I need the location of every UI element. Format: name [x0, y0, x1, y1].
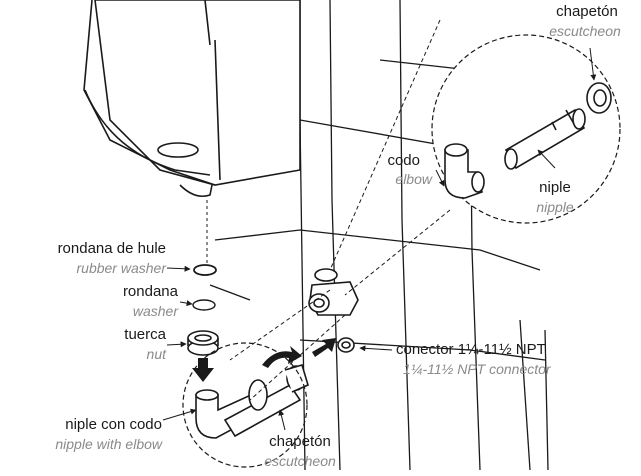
label-washer-es: rondana — [122, 283, 178, 300]
escutcheon-part — [586, 82, 612, 114]
nipple-with-elbow-part — [195, 364, 309, 439]
label-nut-es: tuerca — [124, 326, 166, 343]
label-escutcheon-bottom-es: chapetón — [269, 433, 331, 450]
label-escutcheon-top-en: escutcheon — [549, 23, 621, 39]
label-nipple-en: nipple — [536, 199, 574, 215]
label-rubber-washer-es: rondana de hule — [57, 240, 166, 257]
nut-part — [187, 330, 219, 356]
label-nipple-with-elbow-es: niple con codo — [65, 416, 162, 433]
detail-projection-lines — [229, 19, 451, 401]
label-nipple-with-elbow-en: nipple with elbow — [55, 436, 162, 452]
elbow-part — [444, 143, 485, 199]
leader-lines — [162, 47, 597, 431]
label-washer-en: washer — [132, 303, 178, 319]
label-elbow-es: codo — [387, 152, 420, 169]
label-escutcheon-top-es: chapetón — [556, 3, 618, 20]
nipple-part — [504, 108, 586, 170]
label-rubber-washer-en: rubber washer — [76, 260, 167, 276]
label-connector-es: conector 1¼-11½ NPT — [396, 341, 546, 358]
label-connector-en: 1¼-11½ NPT connector — [403, 361, 551, 377]
label-nipple-es: niple — [539, 179, 571, 196]
fountain-fixture — [83, 0, 301, 198]
rubber-washer-part — [193, 264, 217, 276]
label-nut-en: nut — [146, 346, 166, 362]
label-elbow-en: elbow — [395, 171, 432, 187]
wall-connector-part — [308, 268, 359, 353]
detail-circle-bottom — [182, 342, 308, 468]
washer-part — [192, 299, 216, 311]
label-escutcheon-bottom-en: escutcheon — [264, 453, 336, 469]
